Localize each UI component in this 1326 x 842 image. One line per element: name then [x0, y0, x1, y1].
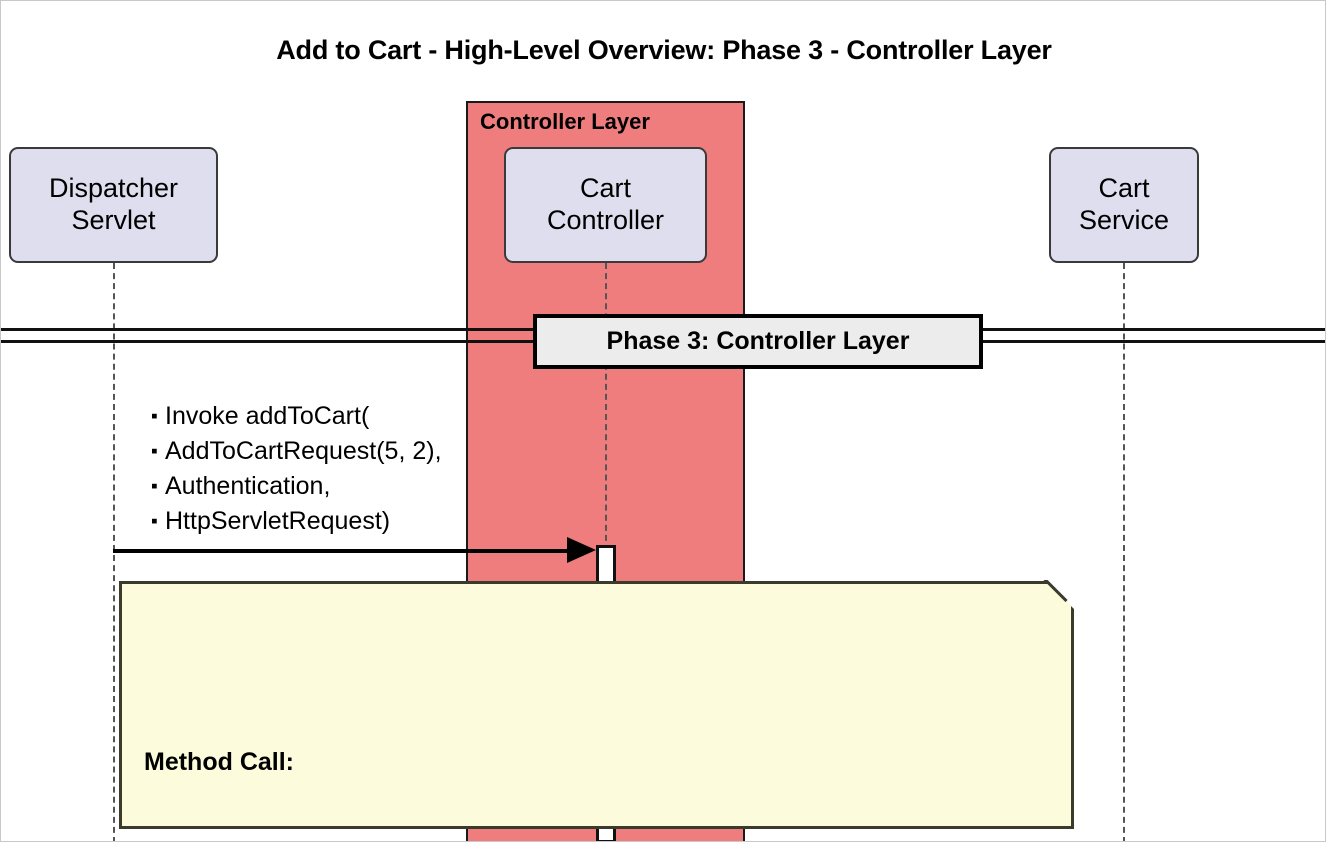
lifeline-cart-service	[1123, 263, 1125, 841]
participant-label-line2: Controller	[546, 205, 665, 235]
participant-label-line2: Servlet	[71, 205, 156, 235]
participant-label-line1: Dispatcher	[48, 173, 179, 204]
participant-dispatcher-servlet[interactable]: Dispatcher Servlet	[9, 147, 218, 263]
page-title: Add to Cart - High-Level Overview: Phase…	[276, 35, 1052, 65]
note-title: Method Call:	[144, 748, 294, 776]
message-label-add-to-cart: Invoke addToCart( AddToCartRequest(5, 2)…	[151, 399, 442, 539]
phase-divider-label: Phase 3: Controller Layer	[533, 314, 983, 369]
participant-label-line2: Service	[1078, 205, 1170, 235]
participant-label-line1: Cart	[579, 173, 631, 204]
message-arrow-line	[113, 549, 583, 553]
participant-cart-controller[interactable]: Cart Controller	[504, 147, 707, 263]
note-fold-icon	[1046, 581, 1074, 609]
group-label-controller-layer: Controller Layer	[480, 109, 650, 134]
message-label-line: Authentication,	[151, 469, 442, 504]
participant-label-line1: Cart	[1098, 173, 1150, 204]
message-label-line: Invoke addToCart(	[151, 399, 442, 434]
message-arrow-head-icon	[567, 537, 596, 563]
participant-cart-service[interactable]: Cart Service	[1049, 147, 1199, 263]
message-label-line: AddToCartRequest(5, 2),	[151, 434, 442, 469]
message-label-line: HttpServletRequest)	[151, 504, 442, 539]
